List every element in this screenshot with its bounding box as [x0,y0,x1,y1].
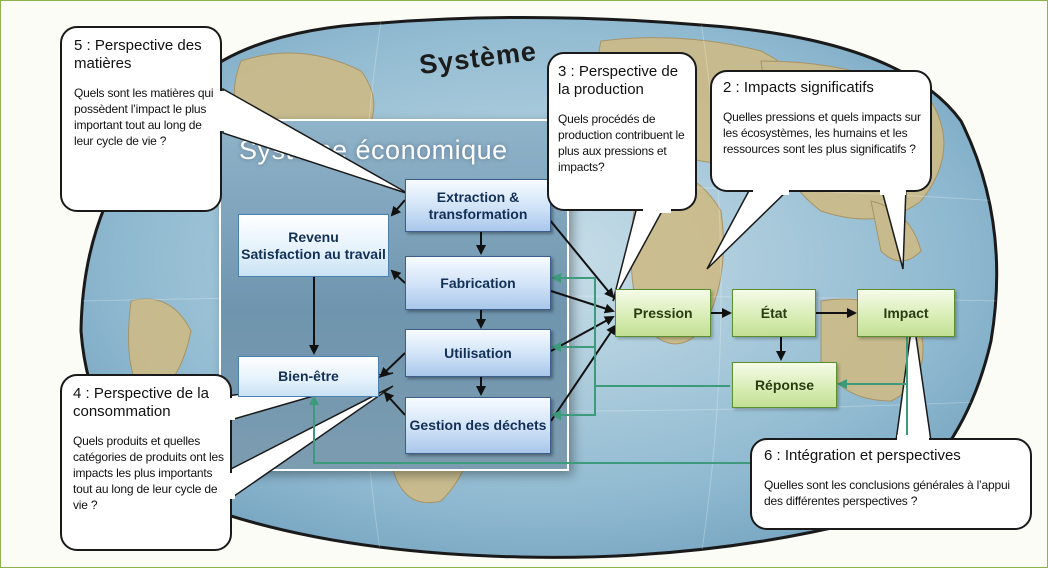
box-fabrication: Fabrication [405,256,551,310]
callout-materials-title: 5 : Perspective des matières [74,37,202,72]
callout-integration: 6 : Intégration et perspectives Quelles … [764,447,1022,509]
box-revenu-satisfaction: Revenu Satisfaction au travail [238,214,389,277]
arrow-utilisation-pression [550,316,615,352]
arrow-utilisation-bienetre [379,352,406,378]
callout-production-bubble [547,52,697,211]
arrow-reponse-fabrication [551,273,730,387]
box-etat: État [732,289,816,337]
callout-integration-title: 6 : Intégration et perspectives [764,447,961,464]
box-utilisation: Utilisation [405,329,551,377]
callout-materials: 5 : Perspective des matières Quels sont … [74,37,214,149]
callout-consumption-title: 4 : Perspective de la consommation [73,385,209,420]
arrow-feedback-bienetre [309,384,908,464]
box-extraction-transformation: Extraction & transformation [405,179,551,232]
callout-consumption-body: Quels produits et quelles catégories de … [73,434,224,512]
box-satisfaction-label: Satisfaction au travail [241,245,386,262]
box-pression: Pression [615,289,711,337]
callout-impacts-bubble [710,70,932,192]
callout-production: 3 : Perspective de la production Quels p… [558,63,690,175]
box-revenu-label: Revenu [288,228,339,245]
callout-consumption-bubble [60,374,232,551]
callout-impacts: 2 : Impacts significatifs Quelles pressi… [723,79,923,157]
callout-integration-body: Quelles sont les conclusions générales à… [764,478,1010,508]
callout-impacts-title: 2 : Impacts significatifs [723,79,874,96]
arrow-gestion-bienetre [383,391,406,416]
arrow-fabrication-pression [550,290,615,314]
callout-materials-body: Quels sont les matières qui possèdent l’… [74,86,214,148]
callout-impacts-body: Quelles pressions et quels impacts sur l… [723,110,921,156]
box-reponse: Réponse [732,362,837,408]
callout-integration-bubble [750,438,1032,530]
arrow-extraction-revenu [390,199,406,217]
box-impact: Impact [857,289,955,337]
arrow-fabrication-revenu [390,269,406,284]
arrow-reponse-gestion [551,386,596,420]
arrow-gestion-pression [550,324,617,422]
callout-consumption: 4 : Perspective de la consommation Quels… [73,385,225,513]
arrow-extraction-pression [548,218,615,299]
box-gestion-dechets: Gestion des déchets [405,397,551,454]
callout-production-title: 3 : Perspective de la production [558,63,679,98]
box-bien-etre: Bien-être [238,356,379,397]
callout-production-body: Quels procédés de production contribuent… [558,112,685,174]
